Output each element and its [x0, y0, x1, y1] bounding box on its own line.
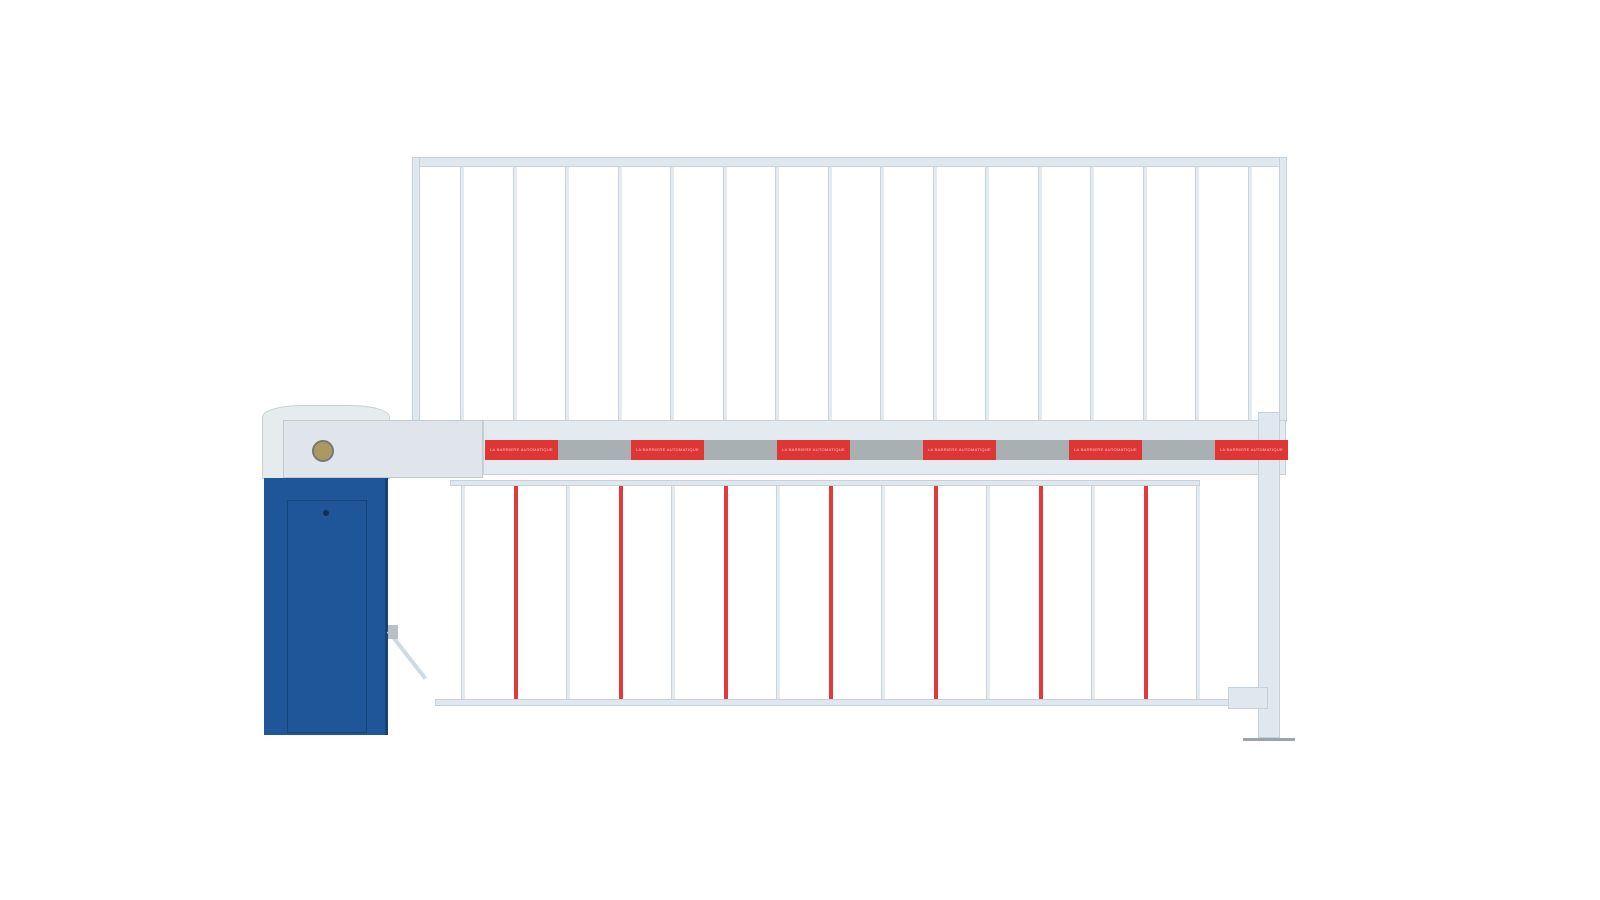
skirt-bar-white — [986, 486, 990, 699]
upper-fence-bar — [617, 167, 622, 420]
skirt-bar-white — [1091, 486, 1095, 699]
skirt-bar-red — [1143, 486, 1148, 699]
skirt-bar-red — [513, 486, 518, 699]
upper-fence-bar — [512, 167, 517, 420]
upper-fence-bar — [1090, 167, 1094, 420]
upper-fence-bar — [880, 167, 884, 420]
boom-stripe-label: LA BARRIERE AUTOMATIQUE — [631, 440, 704, 460]
skirt-bar-red — [828, 486, 833, 699]
upper-fence-bar — [932, 167, 937, 420]
skirt-bar-red — [933, 486, 938, 699]
support-post — [1258, 412, 1280, 738]
upper-fence-bar — [1142, 167, 1147, 420]
boom-stripe-label: LA BARRIERE AUTOMATIQUE — [485, 440, 558, 460]
upper-fence-bar — [827, 167, 832, 420]
boom-stripe-grey — [704, 440, 777, 460]
boom-stripe-label: LA BARRIERE AUTOMATIQUE — [1069, 440, 1142, 460]
boom-stripe-grey — [558, 440, 631, 460]
upper-fence-bar — [1247, 167, 1252, 420]
boom-stripe-grey — [1142, 440, 1215, 460]
skirt-bar-red — [618, 486, 623, 699]
skirt-bar-white — [881, 486, 885, 699]
door-lock-icon — [323, 510, 329, 516]
boom-stripe-grey — [996, 440, 1069, 460]
boom-pivot-icon — [312, 440, 334, 462]
skirt-bar-white — [566, 486, 570, 699]
skirt-bar-white — [461, 486, 465, 699]
upper-fence-bar — [460, 167, 464, 420]
skirt-top-rail — [450, 480, 1200, 486]
skirt-bar-white — [776, 486, 780, 699]
skirt-bar-white — [671, 486, 675, 699]
skirt-bottom-rail — [435, 699, 1265, 706]
skirt-bar-red — [723, 486, 728, 699]
cabinet-door — [287, 500, 367, 733]
upper-fence-bar — [1195, 167, 1199, 420]
upper-fence-bar — [565, 167, 569, 420]
skirt-hinge — [388, 625, 398, 639]
support-base — [1243, 738, 1295, 741]
boom-stripe-label: LA BARRIERE AUTOMATIQUE — [923, 440, 996, 460]
cabinet-body — [264, 478, 388, 735]
upper-fence-bar — [775, 167, 779, 420]
upper-fence-right-post — [1279, 157, 1287, 422]
upper-fence-bar — [670, 167, 674, 420]
boom-stripe-grey — [850, 440, 923, 460]
skirt-bar-red — [1038, 486, 1043, 699]
upper-fence-bar — [1037, 167, 1042, 420]
upper-fence-top-rail — [412, 157, 1286, 167]
upper-fence-bar — [722, 167, 727, 420]
boom-stripe-label: LA BARRIERE AUTOMATIQUE — [1215, 440, 1288, 460]
upper-fence-bar — [985, 167, 989, 420]
upper-fence-left-post — [412, 157, 420, 422]
support-fork — [1228, 687, 1268, 709]
boom-stripe-label: LA BARRIERE AUTOMATIQUE — [777, 440, 850, 460]
skirt-bar-white — [1196, 486, 1200, 699]
